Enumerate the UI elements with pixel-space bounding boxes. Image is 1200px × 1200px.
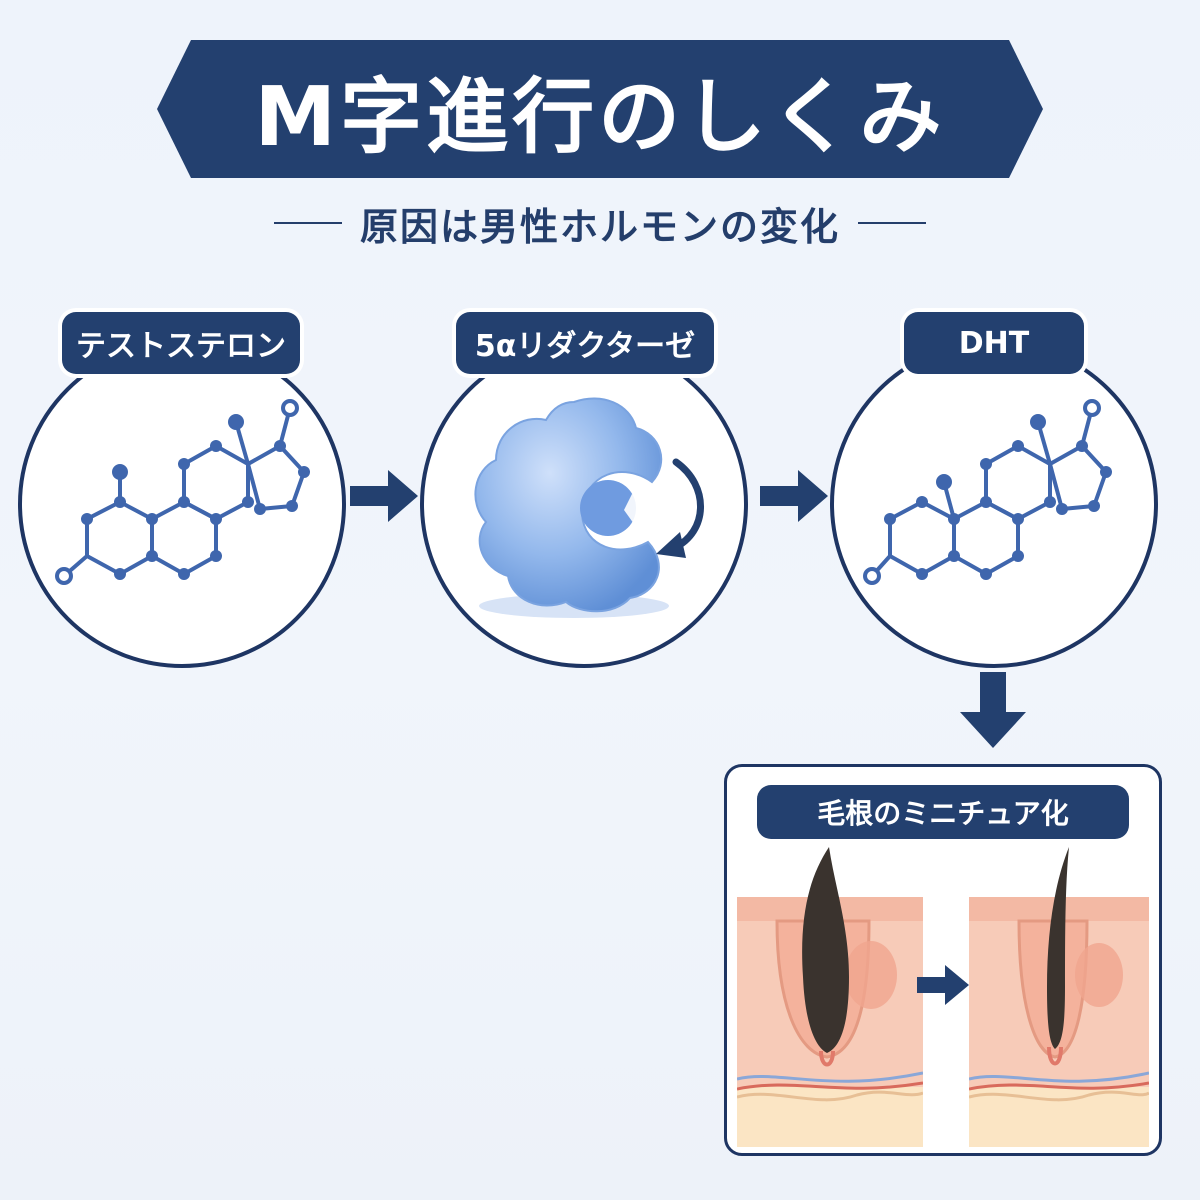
page-title: M字進行のしくみ xyxy=(254,69,946,165)
subtitle-rule-right xyxy=(858,222,926,224)
arrow-right-icon xyxy=(760,470,828,522)
step-testosterone-circle xyxy=(18,340,346,668)
arrow-down-icon xyxy=(960,672,1026,748)
arrow-right-small-icon xyxy=(917,965,969,1005)
step-label-enzyme: 5αリダクターゼ xyxy=(456,312,714,374)
testosterone-molecule-icon xyxy=(55,399,310,585)
step-label-testosterone: テストステロン xyxy=(62,312,300,374)
step-enzyme-circle xyxy=(420,340,748,668)
title-banner: M字進行のしくみ xyxy=(157,40,1043,178)
dht-molecule-icon xyxy=(863,399,1112,585)
result-box: 毛根のミニチュア化 xyxy=(724,764,1162,1156)
subtitle: 原因は男性ホルモンの変化 xyxy=(240,193,960,253)
result-label: 毛根のミニチュア化 xyxy=(757,785,1129,839)
step-dht-circle xyxy=(830,340,1158,668)
title-banner-shape xyxy=(157,40,1043,178)
arrow-right-icon xyxy=(350,470,418,522)
step-label-dht: DHT xyxy=(904,312,1084,374)
subtitle-rule-left xyxy=(273,222,342,224)
enzyme-icon xyxy=(474,397,704,618)
hair-follicle-after-icon xyxy=(969,847,1149,1147)
subtitle-text: 原因は男性ホルモンの変化 xyxy=(359,204,840,249)
hair-follicle-before-icon xyxy=(737,847,923,1147)
